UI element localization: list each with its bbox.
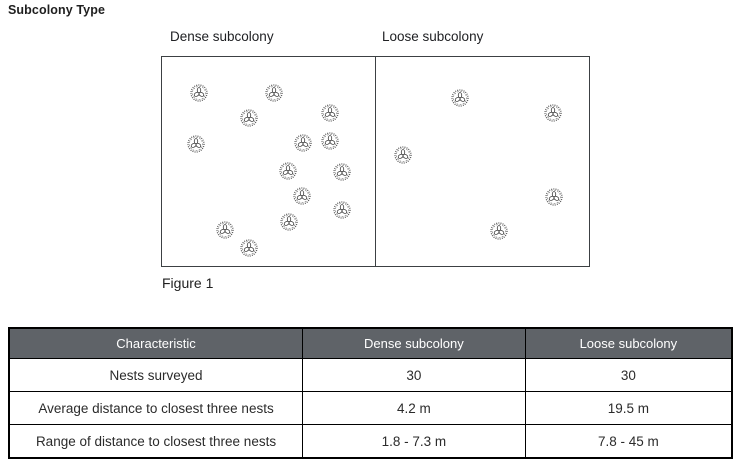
dense-subcolony-panel [162, 57, 376, 266]
col-header-characteristic: Characteristic [8, 327, 304, 359]
nest-icon [264, 83, 284, 103]
table-row: Range of distance to closest three nests… [8, 424, 733, 459]
col-header-dense: Dense subcolony [302, 327, 526, 359]
loose-panel-label: Loose subcolony [382, 29, 484, 44]
row-label: Nests surveyed [8, 358, 304, 392]
col-header-loose: Loose subcolony [524, 327, 733, 359]
loose-subcolony-panel [376, 57, 590, 266]
nest-icon [543, 103, 563, 123]
dense-panel-label: Dense subcolony [170, 29, 274, 44]
nest-icon [189, 83, 209, 103]
dense-value: 4.2 m [302, 391, 526, 425]
figure-caption: Figure 1 [162, 275, 214, 291]
nest-icon [293, 133, 313, 153]
dense-value: 30 [302, 358, 526, 392]
characteristics-table: Characteristic Dense subcolony Loose sub… [8, 327, 733, 459]
figure-1-diagram [161, 56, 590, 267]
row-label: Average distance to closest three nests [8, 391, 304, 425]
nest-icon [279, 212, 299, 232]
nest-icon [393, 145, 413, 165]
dense-value: 1.8 - 7.3 m [302, 424, 526, 459]
table-header-row: Characteristic Dense subcolony Loose sub… [8, 327, 733, 359]
row-label: Range of distance to closest three nests [8, 424, 304, 459]
nest-icon [320, 103, 340, 123]
table-row: Average distance to closest three nests … [8, 391, 733, 425]
loose-value: 19.5 m [524, 391, 733, 425]
nest-icon [278, 161, 298, 181]
nest-icon [544, 187, 564, 207]
loose-value: 7.8 - 45 m [524, 424, 733, 459]
nest-icon [332, 162, 352, 182]
loose-value: 30 [524, 358, 733, 392]
nest-icon [332, 200, 352, 220]
nest-icon [215, 220, 235, 240]
nest-icon [239, 238, 259, 258]
nest-icon [450, 88, 470, 108]
page-title: Subcolony Type [8, 3, 106, 17]
nest-icon [292, 186, 312, 206]
nest-icon [186, 134, 206, 154]
nest-icon [489, 221, 509, 241]
table-row: Nests surveyed 30 30 [8, 358, 733, 392]
nest-icon [239, 108, 259, 128]
nest-icon [320, 131, 340, 151]
